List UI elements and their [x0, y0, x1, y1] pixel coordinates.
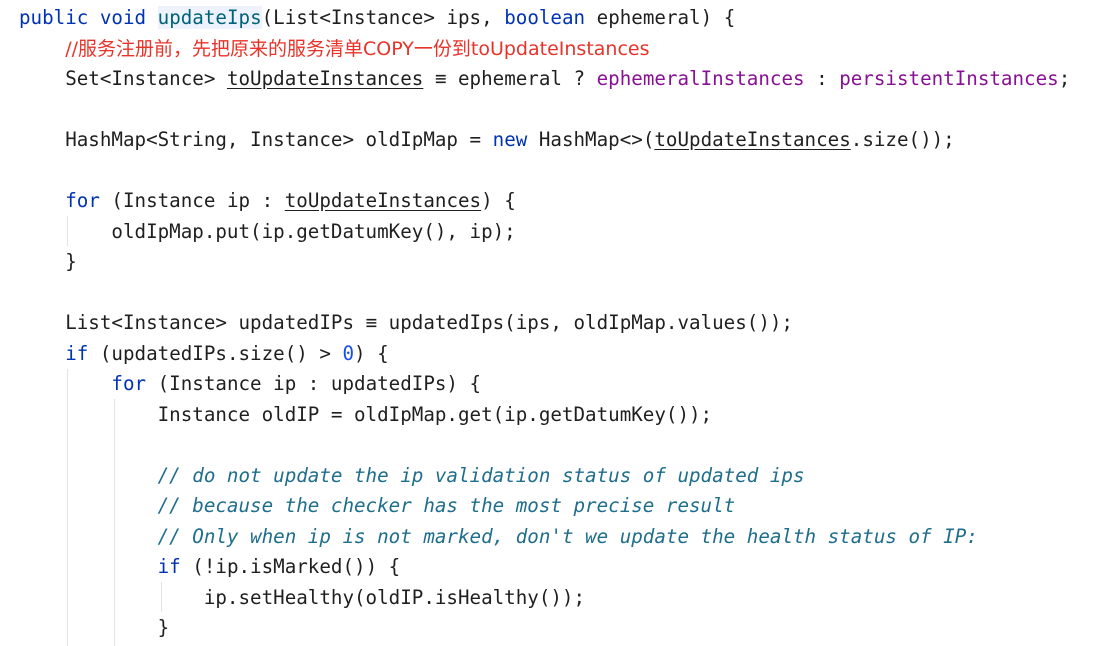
- code-text: .size());: [850, 128, 955, 151]
- code-text: :: [804, 67, 840, 90]
- method-name: updateIps: [157, 6, 262, 29]
- code-text: ≡ ephemeral ?: [423, 67, 597, 90]
- code-text: [88, 6, 100, 29]
- code-text: [19, 464, 158, 487]
- code-text: HashMap<>(: [527, 128, 655, 151]
- code-line[interactable]: for (Instance ip : toUpdateInstances) {: [19, 186, 516, 216]
- code-text: }: [19, 616, 170, 639]
- indent-guide-if-body: [67, 369, 68, 646]
- code-text: [19, 189, 65, 212]
- keyword: for: [111, 372, 147, 395]
- code-text: Set<Instance>: [19, 67, 227, 90]
- code-line[interactable]: //服务注册前，先把原来的服务清单COPY一份到toUpdateInstance…: [19, 34, 650, 64]
- code-line[interactable]: // Only when ip is not marked, don't we …: [19, 522, 978, 552]
- code-text: [19, 525, 158, 548]
- code-line[interactable]: }: [19, 613, 170, 643]
- keyword: for: [65, 189, 100, 212]
- code-text: (Instance ip : updatedIPs) {: [146, 372, 482, 395]
- code-line[interactable]: for (Instance ip : updatedIPs) {: [19, 369, 481, 399]
- code-line[interactable]: Instance oldIP = oldIpMap.get(ip.getDatu…: [19, 400, 713, 430]
- keyword: public: [19, 6, 89, 29]
- keyword: boolean: [504, 6, 586, 29]
- code-line[interactable]: public void updateIps(List<Instance> ips…: [19, 3, 735, 33]
- code-text: List<Instance> updatedIPs ≡ updatedIps(i…: [19, 311, 793, 334]
- code-comment: // Only when ip is not marked, don't we …: [157, 524, 978, 548]
- code-line[interactable]: HashMap<String, Instance> oldIpMap = new…: [19, 125, 955, 155]
- indent-guide-for-body: [67, 216, 68, 246]
- code-text: [19, 342, 65, 365]
- variable-ref: toUpdateInstances: [654, 128, 851, 151]
- keyword: void: [99, 6, 147, 29]
- code-text: ;: [1058, 67, 1071, 90]
- code-text: [19, 494, 158, 517]
- indent-guide-inner-for-body: [114, 399, 115, 646]
- code-text: ) {: [354, 341, 389, 365]
- code-text: [19, 37, 65, 60]
- code-text: HashMap<String, Instance> oldIpMap =: [19, 128, 493, 151]
- code-line[interactable]: oldIpMap.put(ip.getDatumKey(), ip);: [19, 217, 516, 247]
- code-text: oldIpMap.put(ip.getDatumKey(), ip);: [19, 219, 516, 243]
- code-comment: // because the checker has the most prec…: [157, 494, 736, 517]
- code-line[interactable]: }: [19, 247, 77, 277]
- code-text: ip.setHealthy(oldIP.isHealthy());: [19, 585, 586, 609]
- keyword: new: [492, 128, 528, 151]
- variable-ref: toUpdateInstances: [226, 67, 424, 90]
- code-line[interactable]: if (updatedIPs.size() > 0) {: [19, 339, 389, 369]
- code-comment: // do not update the ip validation statu…: [157, 463, 805, 487]
- annotation-comment: //服务注册前，先把原来的服务清单COPY一份到toUpdateInstance…: [65, 37, 650, 60]
- code-line[interactable]: // do not update the ip validation statu…: [19, 461, 805, 491]
- code-text: ) {: [481, 189, 516, 212]
- code-line[interactable]: if (!ip.isMarked()) {: [19, 552, 401, 582]
- code-text: [146, 6, 158, 29]
- field-ref: ephemeralInstances: [596, 67, 805, 90]
- code-line[interactable]: List<Instance> updatedIPs ≡ updatedIps(i…: [19, 308, 793, 338]
- code-text: }: [19, 250, 77, 273]
- code-line[interactable]: // because the checker has the most prec…: [19, 491, 736, 521]
- code-line[interactable]: Set<Instance> toUpdateInstances ≡ epheme…: [19, 64, 1070, 94]
- code-text: [19, 372, 111, 395]
- code-text: ephemeral) {: [585, 6, 736, 29]
- code-text: (Instance ip :: [99, 189, 285, 212]
- code-text: Instance oldIP = oldIpMap.get(ip.getDatu…: [19, 402, 713, 426]
- keyword: if: [65, 341, 89, 365]
- code-text: (List<Instance> ips,: [261, 6, 505, 29]
- field-ref: persistentInstances: [839, 67, 1059, 90]
- number-literal: 0: [342, 341, 355, 365]
- variable-ref: toUpdateInstances: [284, 189, 482, 212]
- keyword: if: [157, 555, 181, 578]
- code-line[interactable]: ip.setHealthy(oldIP.isHealthy());: [19, 583, 585, 613]
- code-text: [19, 555, 158, 578]
- indent-guide-inner-if-body: [161, 582, 162, 612]
- code-text: (updatedIPs.size() >: [88, 341, 343, 365]
- code-text: (!ip.isMarked()) {: [180, 555, 401, 578]
